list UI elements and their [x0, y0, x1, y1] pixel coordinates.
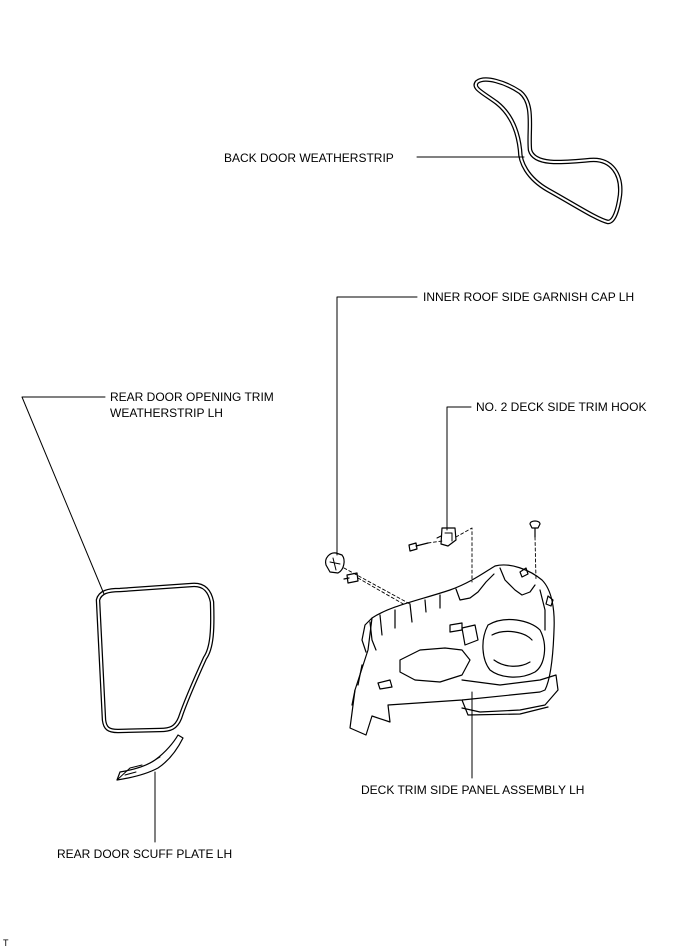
deck-trim-side-panel-assembly-part	[349, 564, 559, 736]
clip-part-right	[529, 520, 541, 538]
no2-deck-side-trim-hook-part	[436, 527, 457, 547]
inner-roof-side-garnish-cap-leader	[336, 296, 418, 556]
assembly-dashed-lines	[343, 527, 537, 606]
inner-roof-side-garnish-cap-part	[325, 552, 345, 574]
corner-mark: T	[3, 938, 9, 948]
back-door-weatherstrip-part	[473, 77, 623, 225]
no2-deck-side-trim-hook-leader	[446, 406, 472, 531]
rear-door-opening-trim-leader	[21, 396, 106, 595]
label-no2-deck-side-trim-hook: NO. 2 DECK SIDE TRIM HOOK	[476, 400, 647, 414]
label-rear-door-opening-trim-line1: REAR DOOR OPENING TRIM	[110, 390, 274, 404]
label-rear-door-scuff-plate-lh: REAR DOOR SCUFF PLATE LH	[57, 847, 233, 861]
label-deck-trim-side-panel-assembly-lh: DECK TRIM SIDE PANEL ASSEMBLY LH	[361, 783, 585, 797]
rear-door-scuff-plate-part	[116, 734, 184, 781]
label-inner-roof-side-garnish-cap-lh: INNER ROOF SIDE GARNISH CAP LH	[423, 290, 635, 304]
label-rear-door-opening-trim-line2: WEATHERSTRIP LH	[110, 406, 223, 420]
screw-part	[408, 542, 429, 552]
rear-door-opening-trim-weatherstrip-part	[95, 582, 215, 734]
label-back-door-weatherstrip: BACK DOOR WEATHERSTRIP	[224, 151, 394, 165]
